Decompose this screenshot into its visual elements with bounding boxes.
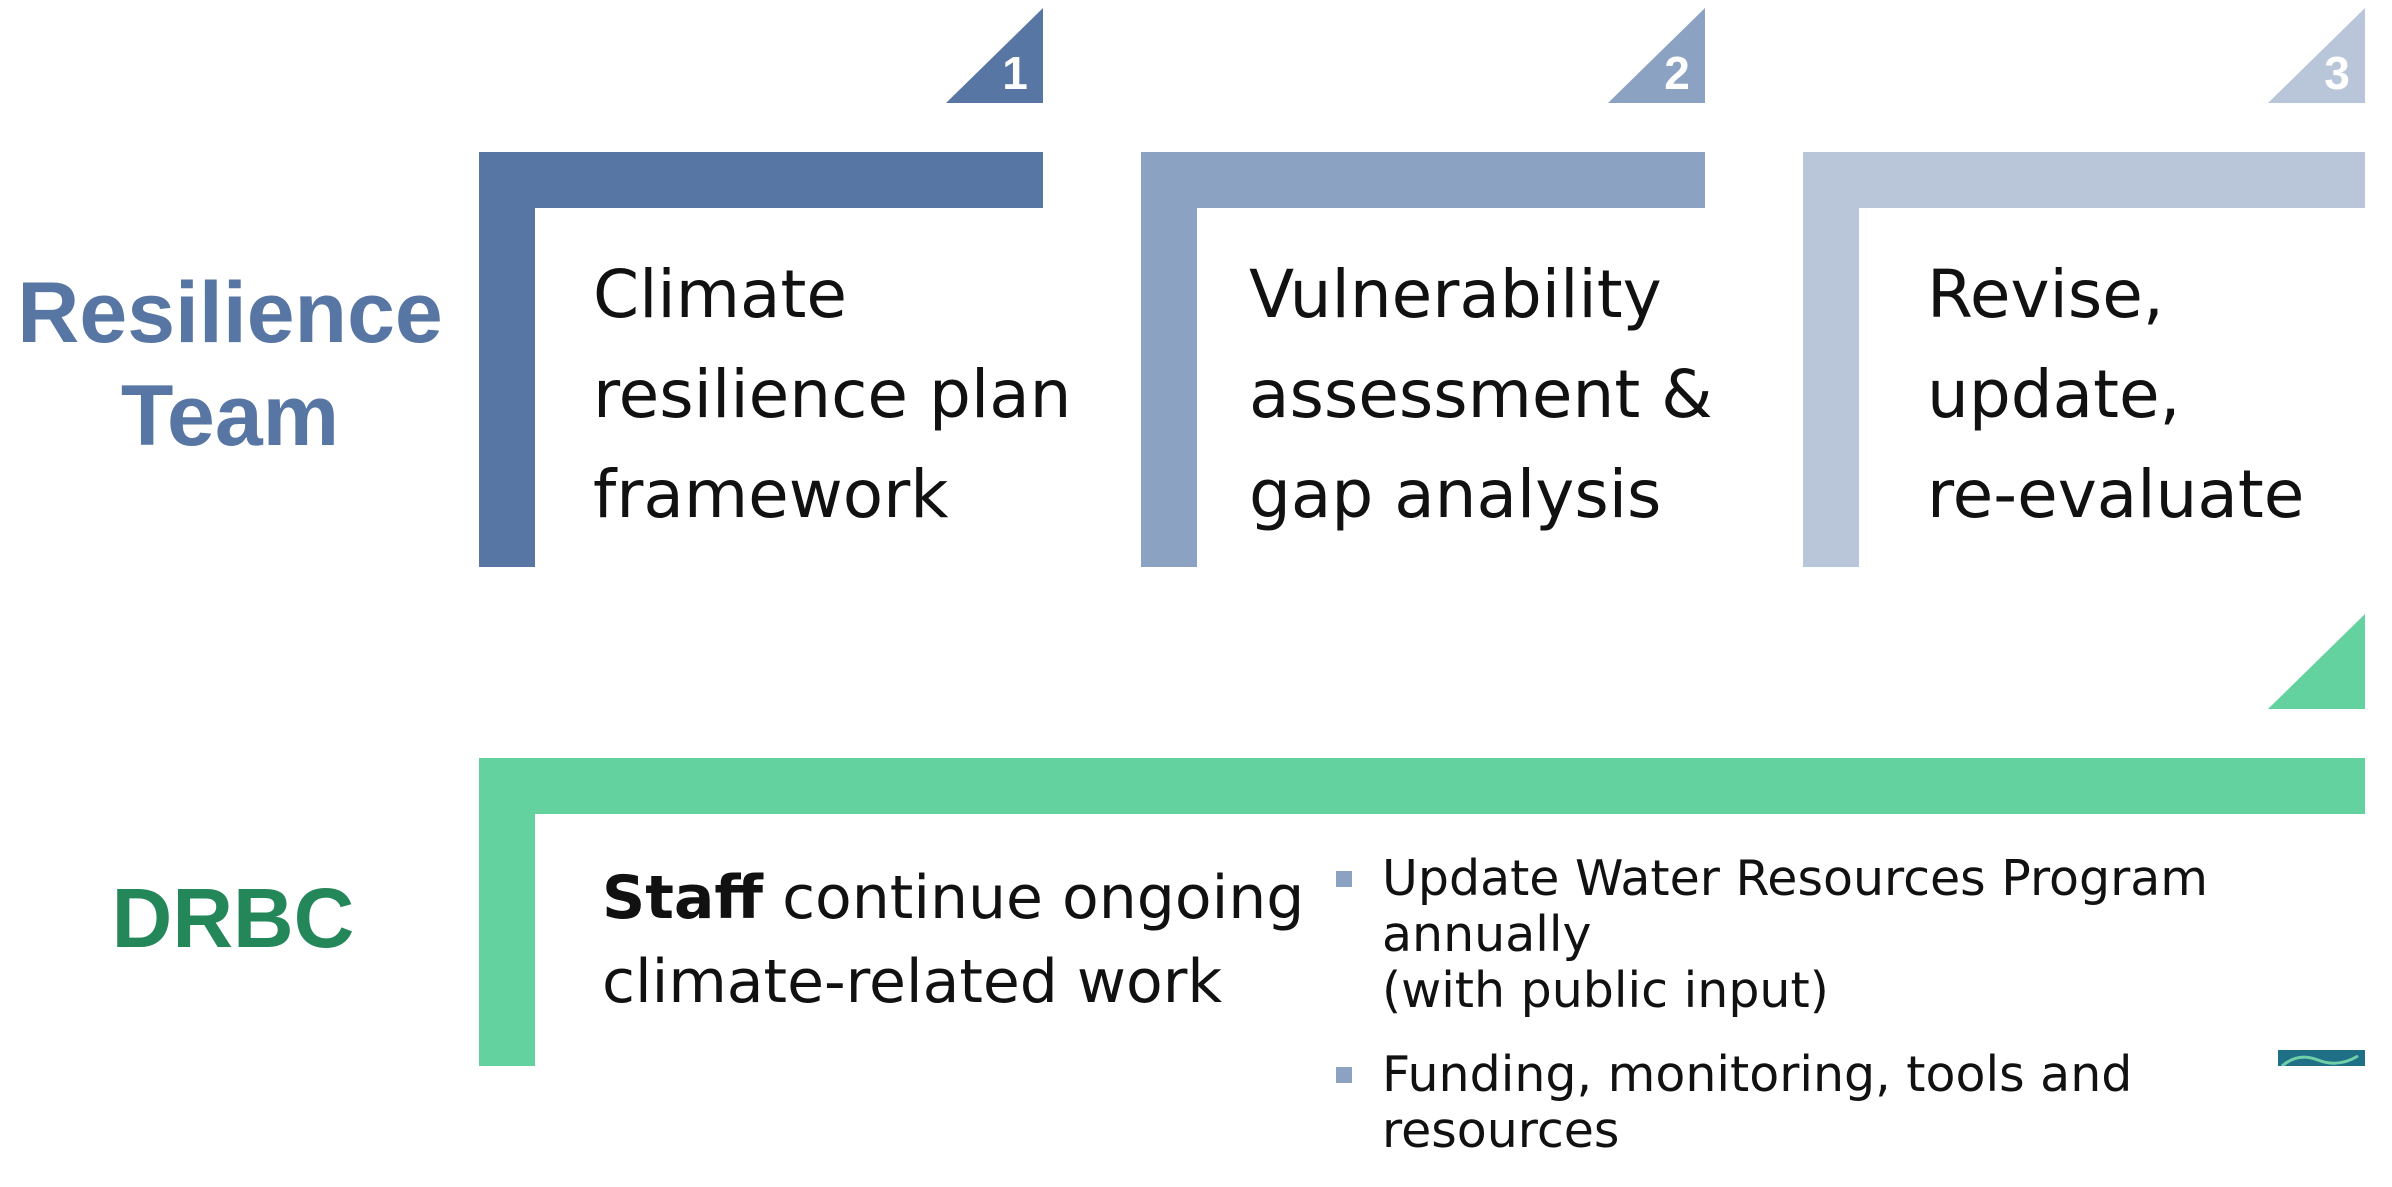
drbc-bullet-2-line-1: Funding, monitoring, tools and resources [1382,1046,2133,1159]
step-1-line-1: Climate [593,256,847,333]
drbc-label: DRBC [111,871,355,965]
square-bullet-icon [1336,871,1352,887]
step-2-top-bar [1141,152,1705,208]
drbc-bullet-item: Funding, monitoring, tools and resources [1336,1047,2376,1159]
drbc-staff-line-1: Staff continue ongoing [602,856,1304,940]
step-3-left-bar [1803,152,1859,567]
drbc-corner-triangle [2268,614,2365,709]
drbc-bullet-1-line-1: Update Water Resources Program annually [1382,850,2209,963]
step-3-line-3: re-evaluate [1927,456,2305,533]
drbc-staff-line-2: climate-related work [602,947,1223,1017]
step-3-line-1: Revise, [1927,256,2164,333]
step-1-corner-triangle [946,8,1043,103]
drbc-top-bar [479,758,2365,814]
step-2-text: Vulnerability assessment & gap analysis [1249,245,1713,545]
step-2-line-1: Vulnerability [1249,256,1662,333]
resilience-team-label-line2: Team [120,368,340,465]
step-3-line-2: update, [1927,356,2181,433]
step-1-top-bar [479,152,1043,208]
step-1-line-2: resilience plan [593,356,1072,433]
drbc-staff-rest: continue ongoing [763,863,1305,933]
step-2-line-3: gap analysis [1249,456,1662,533]
drbc-left-bar [479,758,535,1066]
step-3-corner-triangle [2268,8,2365,103]
square-bullet-icon [1336,1067,1352,1083]
drbc-staff-text: Staff continue ongoing climate-related w… [602,856,1304,1024]
resilience-team-label-line1: Resilience [17,265,443,361]
resilience-team-label: Resilience Team [0,262,460,468]
step-1-text: Climate resilience plan framework [593,245,1072,545]
step-3-top-bar [1803,152,2365,208]
drbc-logo-icon [2278,1050,2365,1066]
step-2-left-bar [1141,152,1197,567]
drbc-bullet-1-line-2: (with public input) [1382,962,1829,1019]
step-2-line-2: assessment & [1249,356,1713,433]
drbc-bullet-list: Update Water Resources Program annually … [1336,851,2376,1187]
step-1-line-3: framework [593,456,949,533]
step-1-left-bar [479,152,535,567]
step-3-text: Revise, update, re-evaluate [1927,245,2304,545]
step-3-number: 3 [2324,47,2350,99]
step-2-corner-triangle [1608,8,1705,103]
drbc-staff-bold: Staff [602,863,763,933]
drbc-bullet-item: Update Water Resources Program annually … [1336,851,2376,1019]
step-1-number: 1 [1002,47,1028,99]
step-2-number: 2 [1664,47,1690,99]
